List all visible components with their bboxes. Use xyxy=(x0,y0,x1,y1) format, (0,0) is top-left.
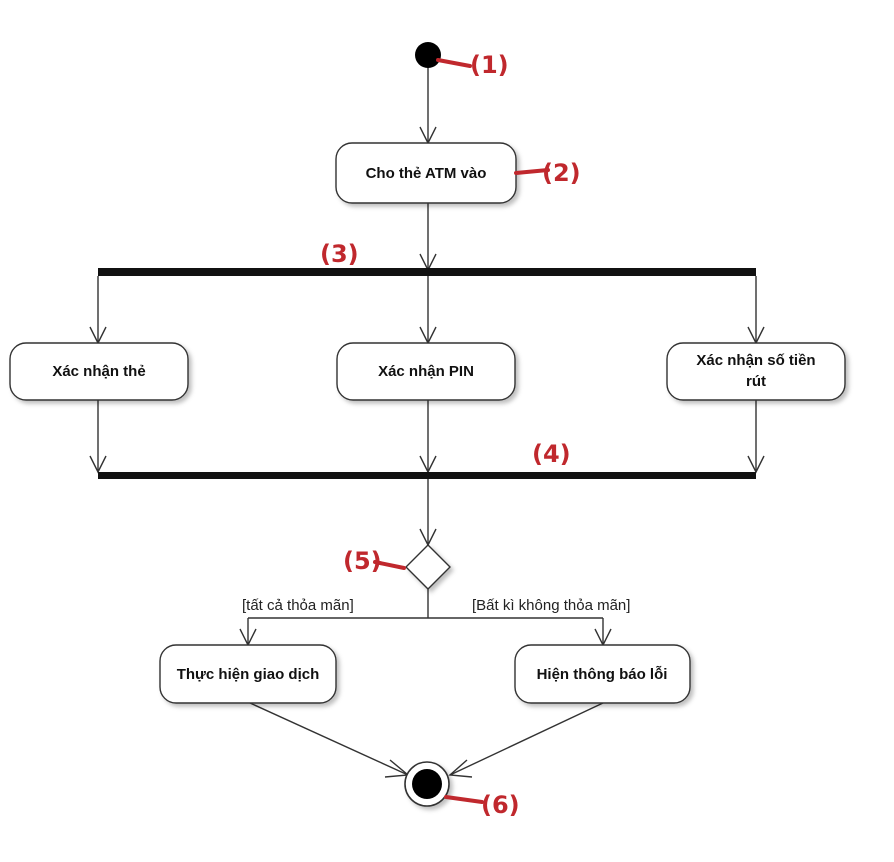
action-do-transaction xyxy=(159,644,337,704)
action-do-transaction-label: Thực hiện giao dịch xyxy=(177,666,320,683)
action-verify-pin xyxy=(336,342,516,401)
marker-leader-6 xyxy=(444,795,484,804)
initial-node xyxy=(415,42,441,68)
edge-error-to-end xyxy=(449,702,604,776)
arrowhead xyxy=(384,759,410,778)
marker-2: (2) xyxy=(542,159,581,187)
action-verify-amount xyxy=(666,342,846,401)
marker-5: (5) xyxy=(343,547,382,575)
marker-leader-5 xyxy=(373,560,406,570)
marker-leader-2 xyxy=(514,168,550,175)
action-verify-amount-label-line1: Xác nhận số tiền xyxy=(696,352,815,369)
edge-transaction-to-end xyxy=(249,702,409,776)
marker-3: (3) xyxy=(320,240,359,268)
marker-1: (1) xyxy=(470,51,509,79)
guard-all-ok: [tất cả thỏa mãn] xyxy=(242,597,354,614)
fork-bar xyxy=(98,268,756,276)
join-bar xyxy=(98,472,756,479)
action-verify-card xyxy=(9,342,189,401)
marker-leader-1 xyxy=(436,58,472,68)
guard-any-fail: [Bất kì không thỏa mãn] xyxy=(472,597,630,614)
marker-6: (6) xyxy=(481,791,520,819)
marker-leaders xyxy=(373,58,550,804)
action-verify-card-label: Xác nhận thẻ xyxy=(52,363,145,380)
action-show-error-label: Hiện thông báo lỗi xyxy=(537,666,668,683)
action-verify-pin-label: Xác nhận PIN xyxy=(378,363,474,380)
decision-node xyxy=(405,544,451,590)
action-verify-amount-label-line2: rút xyxy=(746,373,766,390)
action-insert-card-label: Cho thẻ ATM vào xyxy=(366,165,487,182)
final-node-core xyxy=(412,769,442,799)
marker-4: (4) xyxy=(532,440,571,468)
arrowhead xyxy=(448,759,473,778)
action-show-error xyxy=(514,644,691,704)
